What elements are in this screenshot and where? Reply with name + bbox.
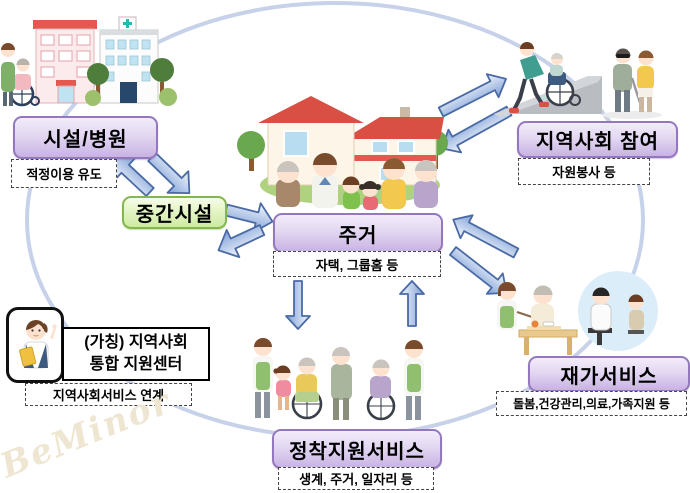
node-housing: 주거: [273, 213, 443, 253]
ramp-wheelchair-icon: [494, 42, 602, 117]
note-facility-label: 적정이용 유도: [26, 167, 102, 182]
note-settlement-label: 생계, 주거, 일자리 등: [299, 472, 413, 487]
node-homecare-label: 재가서비스: [560, 365, 658, 388]
tree-icon-left: [237, 131, 265, 171]
node-support-center: (가칭) 지역사회 통합 지원센터: [62, 327, 210, 381]
node-community-label: 지역사회 참여: [536, 131, 659, 153]
apartment-building-icon: [33, 20, 97, 104]
settlement-illustration: [253, 338, 424, 421]
note-housing-label: 자택, 그룹홈 등: [315, 257, 399, 273]
node-facility-label: 시설/병원: [43, 129, 128, 151]
arrow-homecare-to-housing: [452, 214, 520, 259]
feeding-elder-icon: [497, 282, 578, 355]
node-housing-label: 주거: [338, 224, 378, 247]
homecare-illustration: [497, 271, 658, 355]
note-settlement: 생계, 주거, 일자리 등: [278, 467, 434, 490]
note-facility: 적정이용 유도: [11, 159, 117, 188]
housing-illustration: [237, 96, 448, 210]
node-intermediate-label: 중간시설: [135, 204, 214, 226]
note-homecare: 돌봄,건강관리,의료,가족지원 등: [496, 391, 687, 416]
family-figures-icon: [276, 153, 438, 210]
support-center-line2: 통합 지원센터: [89, 356, 183, 373]
node-settlement-label: 정착지원서비스: [289, 440, 425, 463]
caregiver-wheelchair-icon: [1, 43, 40, 107]
community-illustration: [494, 42, 662, 119]
father-figure: [312, 153, 338, 208]
hospital-building-icon: [99, 16, 159, 104]
arrow-housing-to-settlement: [285, 280, 311, 330]
wheelchair-elder-1: [291, 357, 323, 420]
caregiver-figure-left: [253, 338, 273, 418]
note-community-label: 자원봉사 등: [552, 165, 616, 180]
note-support-center: 지역사회서비스 연계: [25, 383, 192, 406]
caregiver-figure-right: [404, 340, 424, 420]
mother-figure: [382, 158, 406, 209]
wheelchair-elder-2: [366, 359, 396, 421]
node-settlement: 정착지원서비스: [272, 429, 442, 469]
counselor-woman-icon: [19, 320, 57, 369]
trees-icon: [85, 58, 177, 106]
note-community: 자원봉사 등: [518, 158, 650, 185]
node-facility: 시설/병원: [13, 116, 158, 159]
arrow-settlement-to-housing: [399, 280, 425, 327]
facility-illustration: [1, 16, 177, 107]
note-homecare-label: 돌봄,건강관리,의료,가족지원 등: [513, 397, 670, 411]
note-housing: 자택, 그룹홈 등: [273, 251, 441, 277]
arrow-housing-to-community: [437, 73, 507, 118]
girl-figure: [359, 181, 381, 210]
boy-figure: [342, 176, 360, 209]
support-center-iconbox: [6, 307, 64, 383]
support-center-line1: (가칭) 지역사회: [84, 334, 188, 352]
child-figure: [273, 365, 291, 410]
arrow-housing-to-intermediate: [217, 224, 266, 259]
consultation-bubble-icon: [578, 271, 658, 351]
guide-walking-icon: [602, 48, 662, 119]
arrow-housing-to-homecare: [449, 246, 508, 295]
grandfather-figure: [276, 161, 300, 207]
node-intermediate: 중간시설: [122, 196, 227, 229]
node-homecare: 재가서비스: [528, 356, 690, 392]
elder-standing-figure: [331, 347, 352, 420]
grandmother-figure: [414, 160, 438, 208]
node-community: 지역사회 참여: [517, 121, 678, 158]
arrow-facility-to-intermediate: [147, 152, 191, 195]
note-support-center-label: 지역사회서비스 연계: [52, 388, 165, 403]
